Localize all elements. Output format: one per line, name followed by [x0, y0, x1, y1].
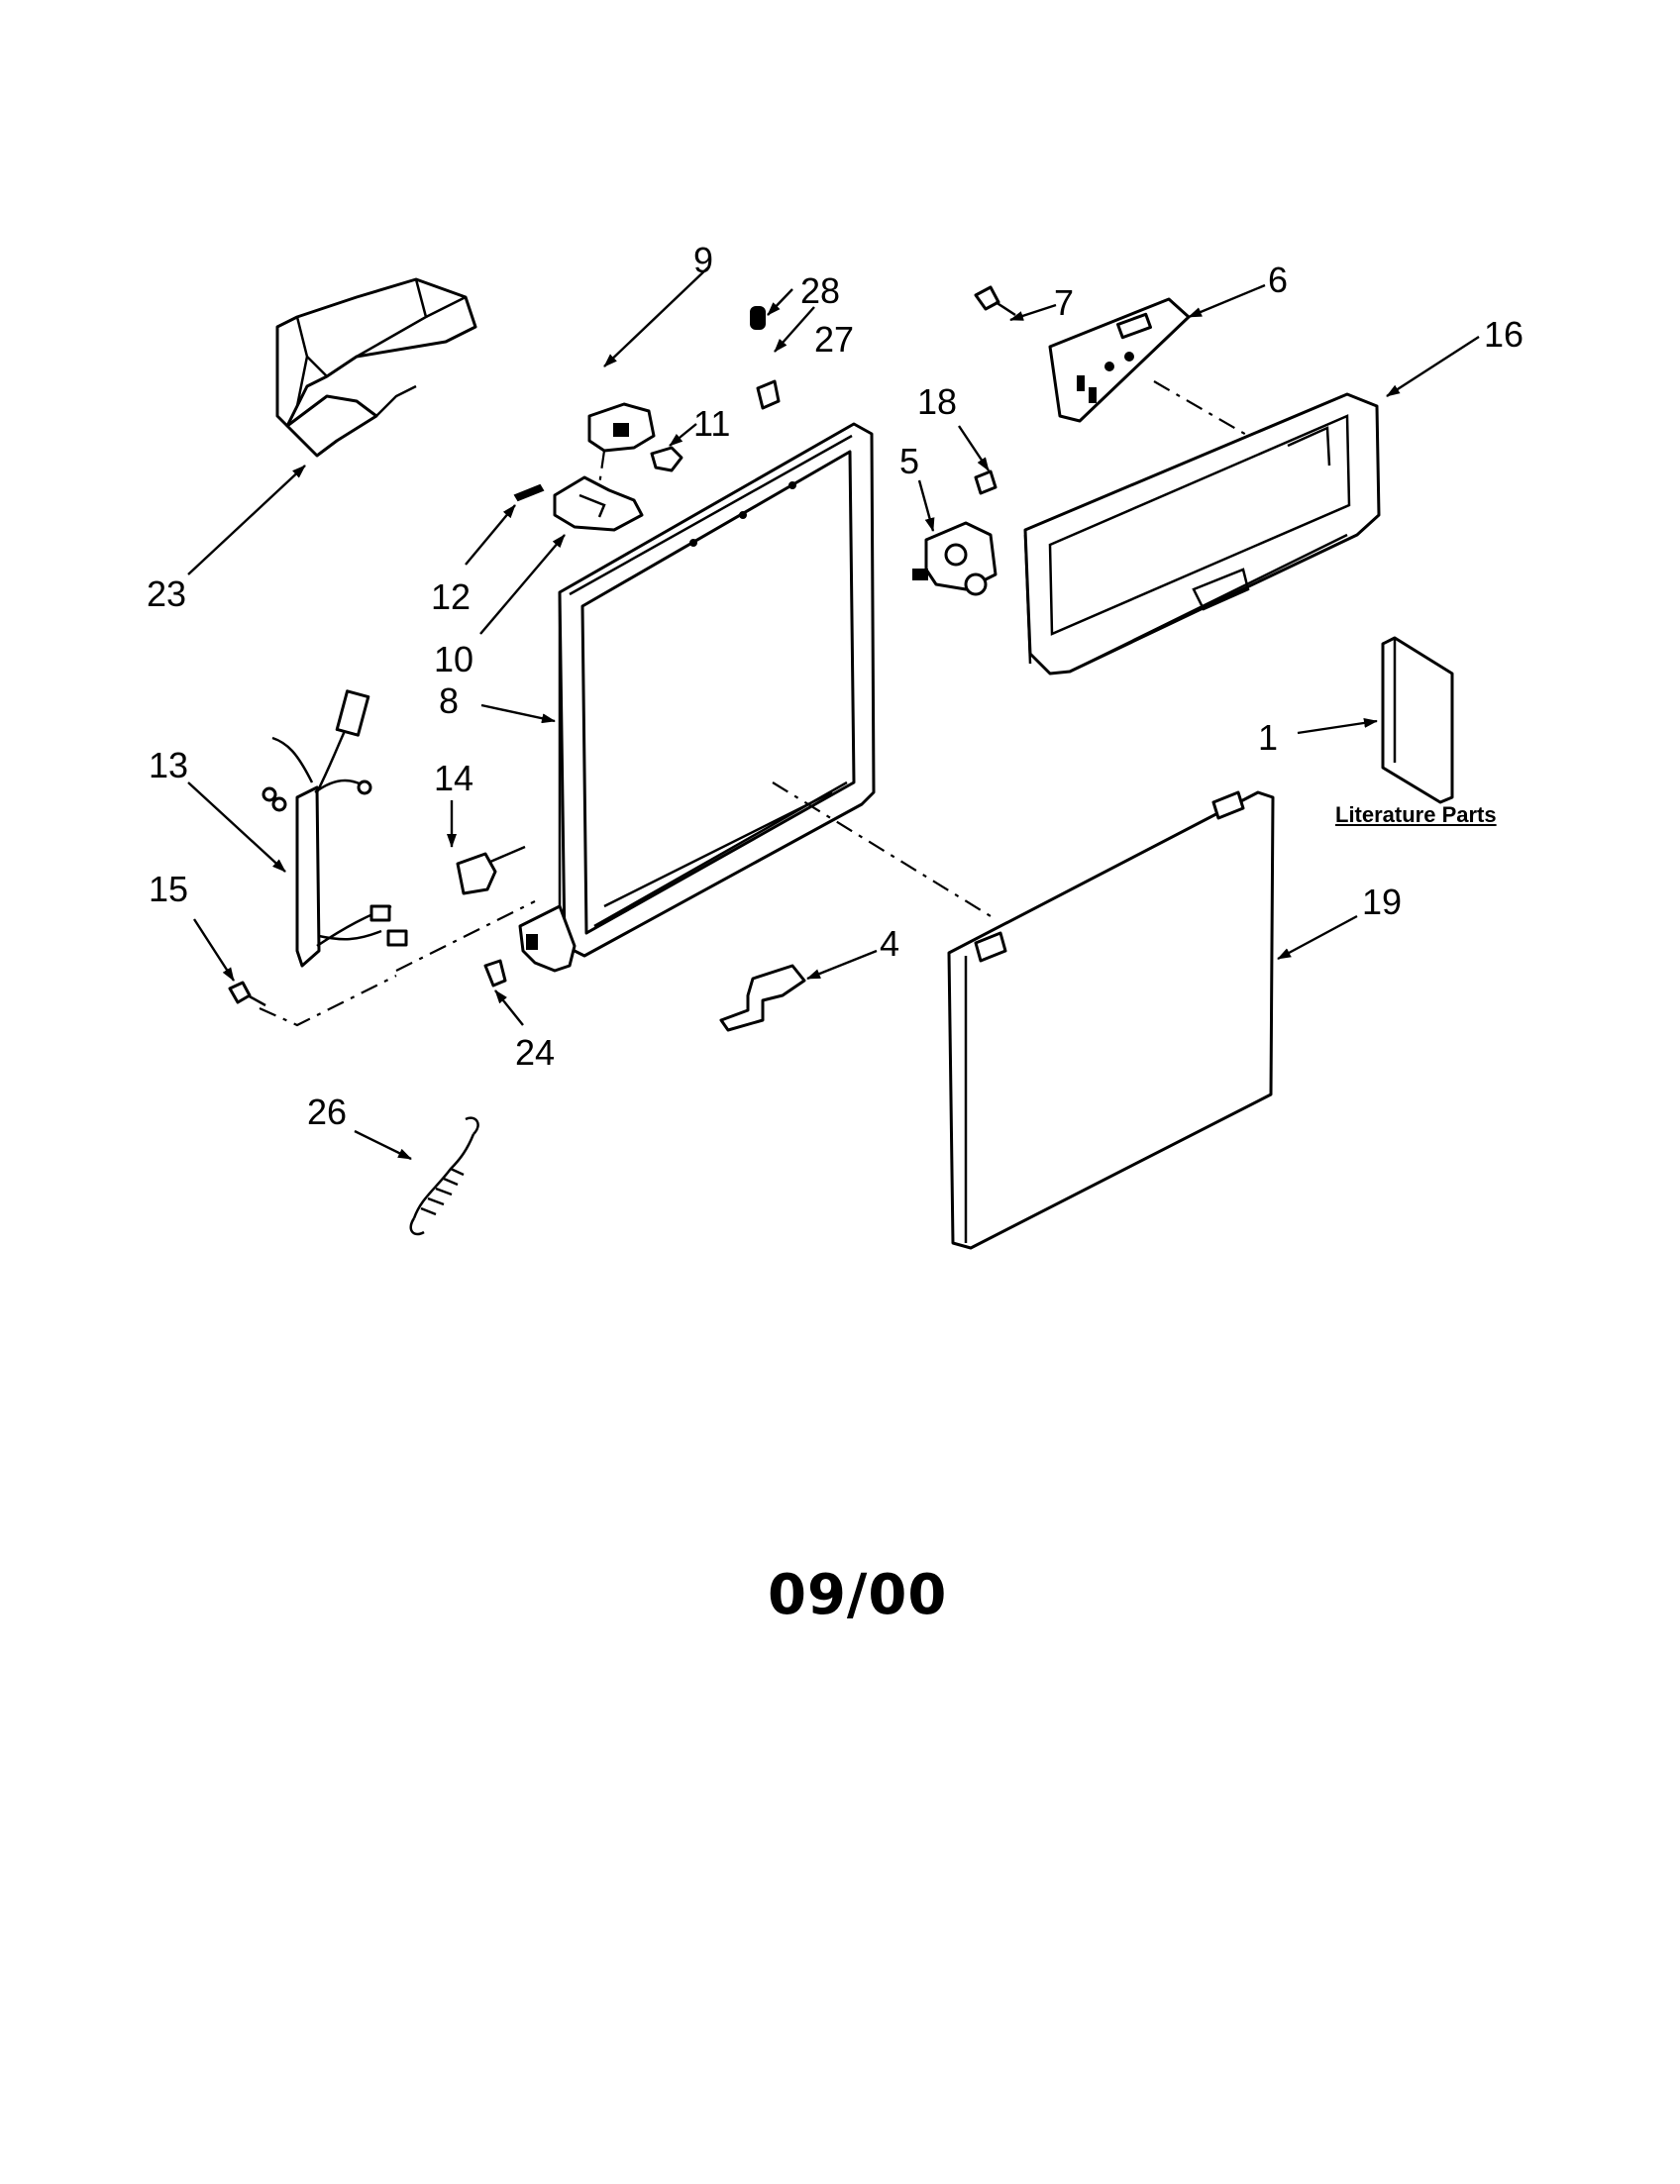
callout-9: 9	[693, 240, 714, 280]
part-7-screw	[974, 285, 1016, 317]
part-6-control-panel	[1048, 297, 1191, 423]
callout-1: 1	[1258, 717, 1279, 758]
part-8-inner-door-frame	[518, 422, 876, 973]
date-code: 09/00	[768, 1563, 948, 1627]
callout-6: 6	[1268, 260, 1289, 300]
callout-10: 10	[434, 639, 474, 679]
callout-16: 16	[1484, 314, 1524, 355]
callout-24: 24	[515, 1032, 556, 1073]
leader-lines	[187, 266, 1480, 1161]
part-18-switch	[974, 469, 998, 495]
part-26-spring	[409, 1116, 479, 1236]
part-28-spring	[750, 306, 766, 330]
callout-26: 26	[307, 1092, 348, 1132]
alignment-line-15	[259, 975, 397, 1027]
part-12-pin	[513, 483, 545, 502]
callout-5: 5	[899, 441, 920, 481]
part-14-thermostat	[456, 845, 526, 895]
part-16-console	[1023, 392, 1381, 676]
part-13-wire-harness	[262, 689, 408, 968]
callout-28: 28	[800, 270, 841, 311]
callout-7: 7	[1054, 282, 1075, 323]
alignment-line-13-8	[395, 900, 536, 972]
literature-parts-label: Literature Parts	[1335, 802, 1497, 827]
part-15-screw	[228, 981, 266, 1007]
callout-23: 23	[147, 573, 187, 614]
alignment-line-6-16	[1153, 380, 1249, 437]
part-5-switch-assembly	[912, 521, 998, 596]
callout-27: 27	[814, 319, 855, 360]
callout-8: 8	[439, 680, 460, 721]
alignment-line-8-19	[772, 781, 992, 917]
part-10-latch-housing	[553, 475, 644, 532]
part-1-literature	[1381, 636, 1454, 804]
callout-18: 18	[917, 381, 958, 422]
part-11-latch-clip	[650, 446, 683, 472]
part-9-latch	[587, 402, 656, 453]
part-23-vent-shield	[275, 277, 477, 458]
callout-14: 14	[434, 758, 474, 798]
part-27-clip	[756, 379, 781, 410]
part-4-hinge-strap	[719, 964, 806, 1032]
callout-12: 12	[431, 576, 472, 617]
part-19-outer-door-panel	[947, 790, 1275, 1250]
part-24-clip	[483, 959, 507, 988]
callout-15: 15	[149, 869, 189, 909]
callout-19: 19	[1362, 882, 1403, 922]
callout-4: 4	[880, 923, 900, 964]
callout-13: 13	[149, 745, 189, 785]
alignment-line-9-10	[597, 450, 606, 486]
callout-11: 11	[693, 403, 731, 444]
